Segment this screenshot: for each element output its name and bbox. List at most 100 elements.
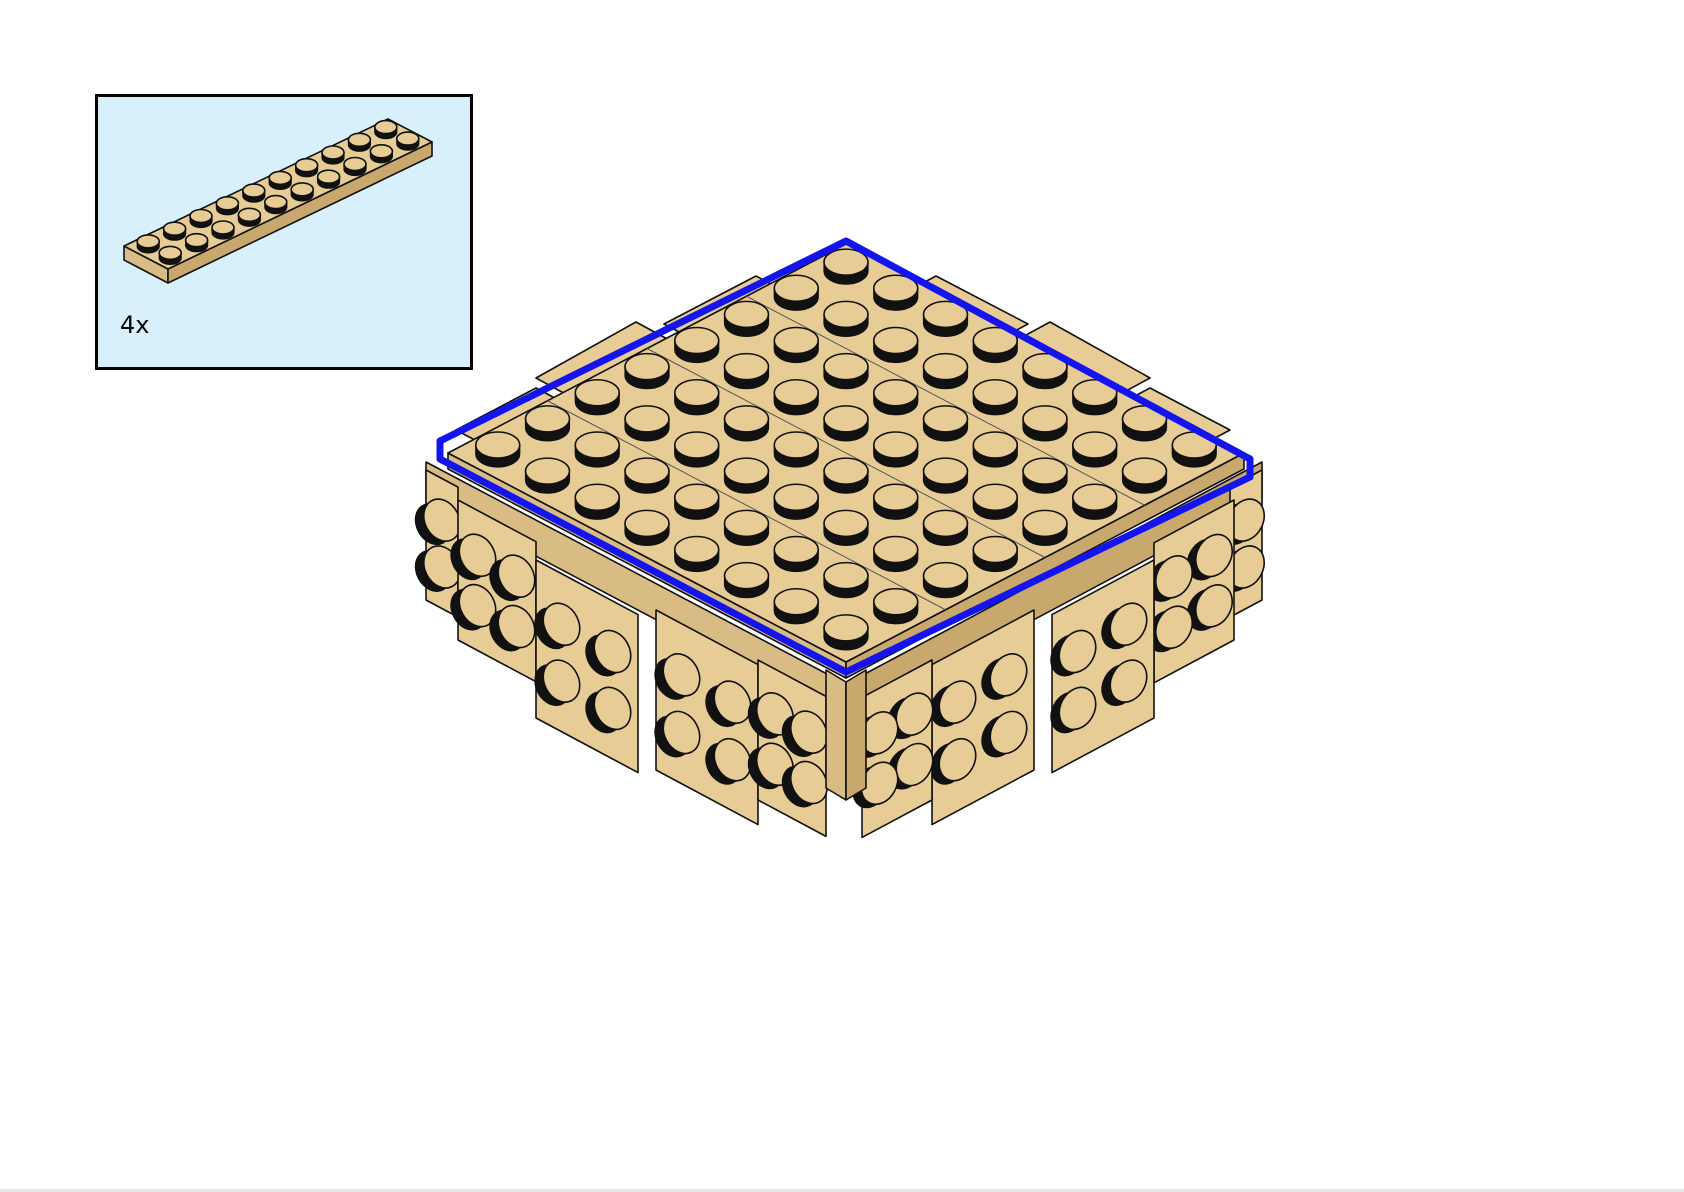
stud [343, 156, 367, 177]
stud [294, 157, 319, 178]
side-stud [705, 680, 752, 728]
side-stud [489, 554, 536, 602]
side-stud [534, 659, 581, 707]
stud [1071, 483, 1118, 520]
stud [215, 196, 240, 216]
stud [872, 378, 919, 416]
stud [823, 300, 869, 337]
side-stud [981, 710, 1028, 758]
stud [872, 274, 919, 311]
stud [474, 431, 521, 468]
stud [321, 145, 345, 165]
side-stud [887, 692, 934, 740]
stud [574, 483, 621, 520]
stud [922, 352, 969, 390]
stud [922, 405, 969, 442]
stud [922, 457, 969, 494]
side-stud [1101, 659, 1148, 707]
stud [673, 378, 720, 416]
stud [1121, 405, 1168, 442]
parts-callout: 4x [95, 94, 473, 370]
stud [773, 483, 820, 520]
stud [723, 509, 770, 546]
side-stud [981, 653, 1028, 700]
stud [972, 326, 1019, 364]
stud [922, 300, 969, 337]
stud [872, 587, 919, 625]
page-footer-divider [0, 1189, 1684, 1192]
stud [1022, 352, 1068, 390]
side-stud [781, 760, 829, 808]
stud [723, 352, 770, 390]
side-stud [781, 710, 829, 758]
stud [922, 561, 969, 599]
plate-2x10-icon [123, 118, 433, 284]
model-bricks [414, 275, 1266, 839]
stud [268, 170, 292, 190]
side-stud [1186, 584, 1234, 631]
stud [723, 300, 770, 337]
side-stud [414, 498, 462, 546]
stud [524, 405, 571, 442]
stud [373, 119, 398, 140]
side-stud [887, 742, 934, 790]
side-stud [654, 653, 701, 700]
side-stud [654, 710, 701, 758]
corner-face [825, 669, 847, 801]
stud [624, 457, 670, 494]
stud [136, 234, 161, 254]
side-stud [450, 583, 497, 631]
side-stud [705, 737, 752, 785]
stud [574, 378, 621, 416]
stud [1022, 405, 1068, 442]
side-stud [1146, 555, 1194, 602]
side-stud [1050, 686, 1097, 734]
stud [624, 509, 670, 546]
stud [673, 483, 720, 520]
stud [1022, 457, 1068, 494]
stud [1071, 378, 1118, 416]
side-stud [414, 545, 462, 592]
stud [162, 221, 187, 241]
new-parts-highlight-outline [436, 237, 1254, 676]
stud [1121, 457, 1168, 494]
stud [872, 483, 919, 520]
stud [723, 405, 770, 442]
side-stud [930, 737, 977, 785]
stud [723, 561, 770, 599]
stud [524, 457, 571, 494]
side-stud [585, 629, 632, 677]
stud [673, 535, 720, 573]
stud [395, 131, 420, 151]
side-stud [1146, 605, 1194, 653]
stud [773, 535, 820, 573]
stud [574, 431, 621, 468]
stud [237, 207, 262, 227]
stud [1071, 431, 1118, 468]
stud [823, 457, 869, 494]
stud [673, 326, 720, 364]
stud [972, 378, 1019, 416]
stud [158, 245, 182, 265]
stud [264, 194, 288, 215]
side-stud [534, 602, 581, 650]
stud [972, 483, 1019, 520]
stud [922, 509, 969, 546]
stud [972, 431, 1019, 468]
side-stud [489, 604, 536, 652]
stud [872, 431, 919, 468]
stud [211, 220, 235, 240]
stud [189, 208, 213, 229]
stud [624, 352, 670, 390]
side-stud [1186, 533, 1234, 581]
stud [872, 326, 919, 364]
corner-face [845, 669, 867, 801]
part-quantity: 4x [120, 311, 150, 339]
stud [773, 326, 820, 364]
side-stud [585, 686, 632, 734]
stud [773, 378, 820, 416]
stud [773, 587, 820, 625]
side-stud [930, 680, 977, 728]
stud [624, 405, 670, 442]
